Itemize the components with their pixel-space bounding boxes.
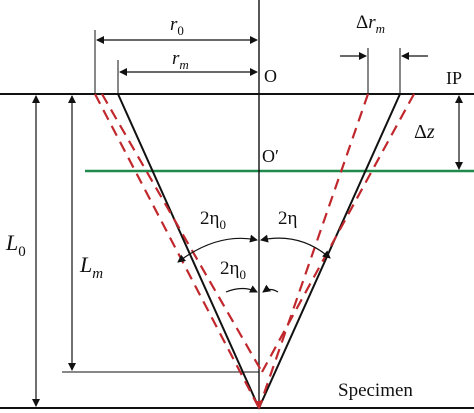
cone-right-dashed-outer: [257, 93, 370, 409]
delta-z-label: Δz: [414, 121, 435, 143]
angle-arc-2eta0-lower-right: [262, 284, 279, 293]
angle-arc-2eta: [260, 234, 331, 259]
specimen-label: Specimen: [338, 380, 413, 401]
o-prime-label: O′: [262, 146, 279, 166]
o-label: O: [264, 66, 277, 86]
ip-label: IP: [446, 68, 462, 88]
two-eta-label: 2η: [278, 208, 297, 229]
r0-label: r0: [170, 14, 184, 38]
l0-label: L0: [5, 230, 26, 260]
two-eta0-upper-label: 2η0: [200, 208, 226, 232]
two-eta0-lower-label: 2η0: [220, 258, 246, 282]
cone-left-solid: [117, 93, 260, 409]
angle-arc-2eta0-lower: [225, 285, 258, 293]
cone-right-solid: [258, 93, 401, 409]
delta-rm-label: Δrm: [356, 12, 385, 36]
cone-left-dashed-outer: [94, 93, 260, 409]
angle-arc-2eta0-upper: [177, 234, 258, 263]
rm-label: rm: [172, 48, 189, 72]
apex-marker: [255, 401, 263, 410]
lm-label: Lm: [79, 252, 103, 282]
cone-left-dashed-inner: [101, 93, 263, 373]
